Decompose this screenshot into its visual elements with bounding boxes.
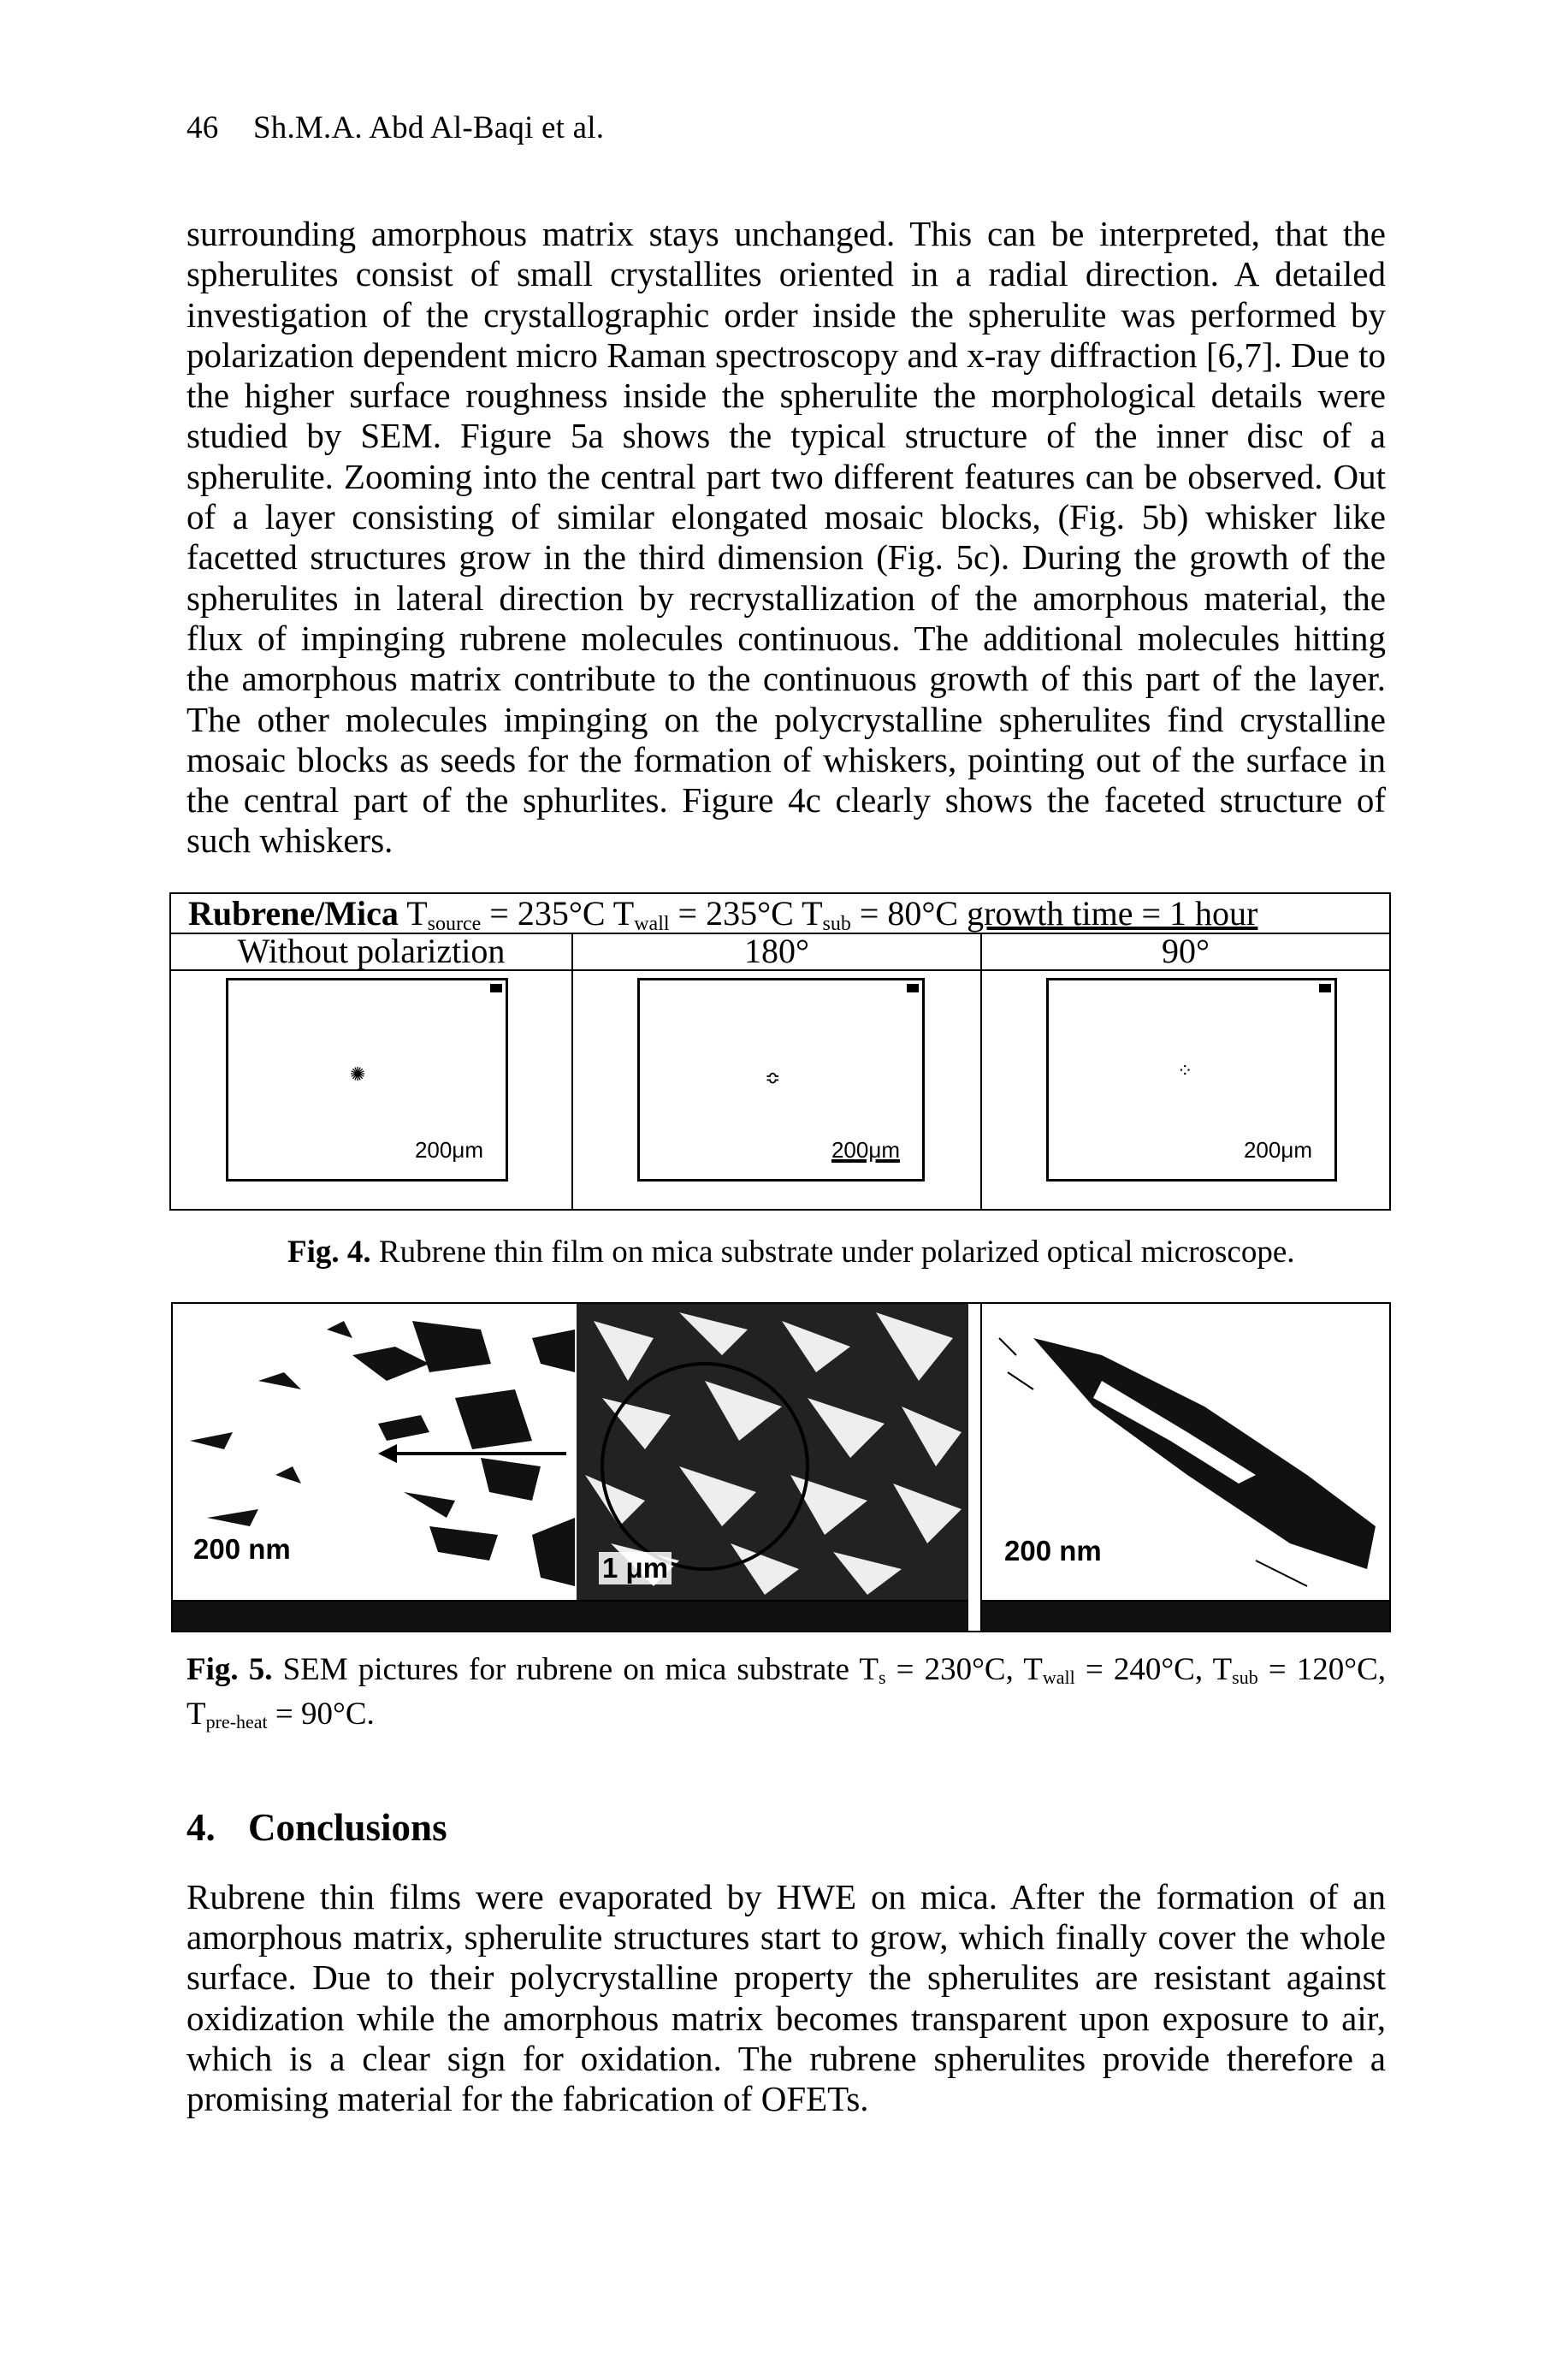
fig4-divider-2 (980, 933, 982, 1209)
figure-5-sem-images: 200 nm 1 μm 200 nm (171, 1302, 1391, 1632)
fig4-tsub: Tsub = 80°C (802, 894, 967, 935)
sem-panel-b: 1 μm (577, 1304, 968, 1631)
sem-panel-c: 200 nm (980, 1304, 1389, 1631)
page-number: 46 (186, 110, 219, 145)
section-number: 4. (186, 1806, 216, 1849)
fig4-scale-3: 200μm (1243, 1137, 1312, 1163)
figure-5-caption: Fig. 5. SEM pictures for rubrene on mica… (186, 1652, 1386, 1732)
sem-info-bar-c (982, 1600, 1389, 1631)
fig4-material: Rubrene/Mica (188, 894, 399, 933)
sem-scale-a: 200 nm (190, 1533, 294, 1566)
crystal-speck: ⁘ (1177, 1061, 1193, 1082)
fig4-tsource: Tsource = 235°C (406, 894, 613, 935)
sem-scale-b: 1 μm (599, 1552, 672, 1584)
figure-4-table: Rubrene/Mica Tsource = 235°C Twall = 235… (169, 892, 1391, 1211)
body-paragraph-conclusions: Rubrene thin films were evaporated by HW… (186, 1877, 1386, 2119)
fig4-conditions-row: Rubrene/Mica Tsource = 235°C Twall = 235… (171, 894, 1389, 935)
crystal-speck: ≎ (765, 1068, 781, 1089)
sem-info-bar-a (173, 1600, 577, 1631)
fig4-micrograph-2: ≎ 200μm (637, 978, 925, 1182)
body-paragraph-1: surrounding amorphous matrix stays uncha… (186, 214, 1386, 861)
frame-corner-mark (907, 984, 919, 992)
crystal-speck: ✺ (350, 1064, 366, 1086)
fig4-micrograph-3: ⁘ 200μm (1046, 978, 1337, 1182)
frame-corner-mark (490, 984, 502, 992)
fig4-twall: Twall = 235°C (612, 894, 802, 935)
fig4-scale-2: 200μm (831, 1137, 900, 1163)
sem-scale-c: 200 nm (1001, 1535, 1105, 1567)
sem-panel-a: 200 nm (173, 1304, 577, 1631)
running-authors: Sh.M.A. Abd Al-Baqi et al. (253, 110, 605, 145)
fig4-divider-1 (571, 933, 573, 1209)
sem-info-bar-b (577, 1600, 968, 1631)
sem-image-a (173, 1304, 577, 1631)
fig4-col-90: 90° (1162, 932, 1210, 970)
running-header: 46 Sh.M.A. Abd Al-Baqi et al. (186, 110, 604, 146)
fig4-col-without-polarization: Without polariztion (237, 932, 506, 970)
fig4-growth-time: growth time = 1 hour (967, 894, 1258, 933)
figure-4-caption: Fig. 4. Rubrene thin film on mica substr… (287, 1235, 1295, 1270)
fig4-scale-1: 200μm (414, 1137, 483, 1163)
frame-corner-mark (1319, 984, 1331, 992)
fig4-column-header-row: Without polariztion 180° 90° (171, 933, 1389, 971)
fig4-micrograph-1: ✺ 200μm (226, 978, 508, 1182)
fig4-col-180: 180° (744, 932, 809, 970)
sem-image-c (982, 1304, 1389, 1631)
section-title: Conclusions (248, 1806, 447, 1849)
section-heading-conclusions: 4. Conclusions (186, 1805, 447, 1850)
